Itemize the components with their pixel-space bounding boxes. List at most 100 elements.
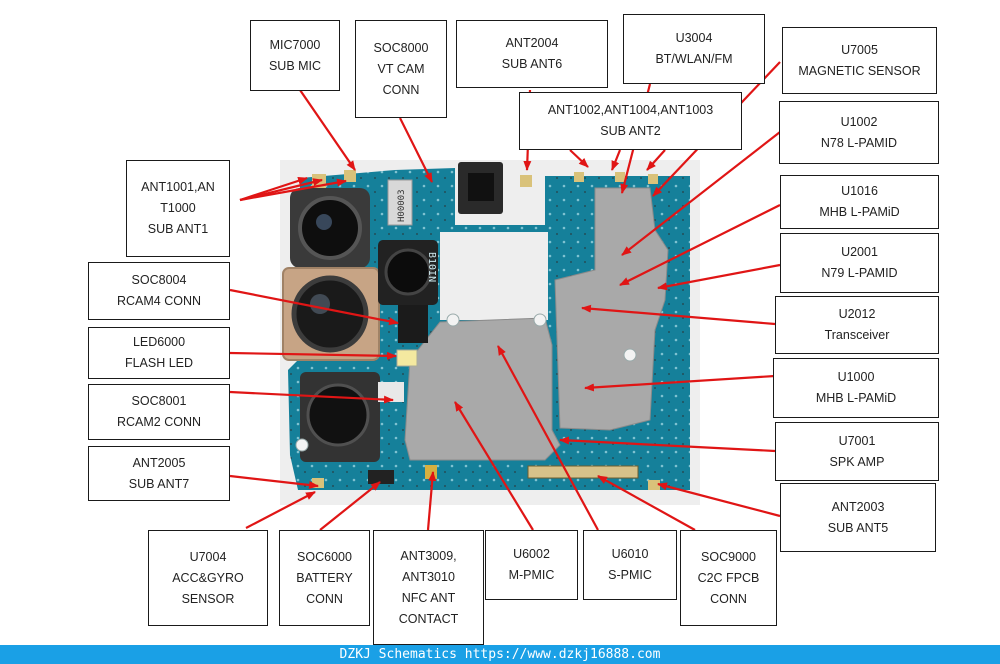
label-u1000-desc: MHB L-PAMiD <box>815 391 897 405</box>
vt-camera-module <box>387 179 413 226</box>
label-u7005-ref: U7005 <box>841 42 878 57</box>
rear-camera-main-glare <box>310 294 330 314</box>
label-ant2004-desc: SUB ANT6 <box>501 57 563 71</box>
rear-camera-top-glare <box>316 214 332 230</box>
c2c-fpcb-connector <box>527 465 639 479</box>
label-soc8004-ref: SOC8004 <box>131 273 187 287</box>
battery-connector <box>368 470 394 484</box>
screw-hole-1 <box>533 313 547 327</box>
sub-ant5-contact <box>648 480 660 490</box>
label-ant1001-desc: SUB ANT1 <box>147 222 209 236</box>
vt-camera-module-text: H00003 <box>397 189 407 222</box>
label-soc9000-ref: SOC9000 <box>701 549 756 564</box>
flash-led <box>396 349 418 367</box>
label-led6000-ref: LED6000 <box>132 335 186 349</box>
sub-ant2-contact-b <box>615 172 625 182</box>
label-u2001-desc: N79 L-PAMID <box>821 266 898 280</box>
label-soc8000-desc2: CONN <box>382 82 420 97</box>
label-soc9000-desc2: CONN <box>710 591 747 606</box>
label-u6010-desc: S-PMIC <box>608 568 652 582</box>
rear-camera-bottom-lens <box>306 383 370 447</box>
label-ant2003-desc: SUB ANT5 <box>827 520 889 535</box>
label-u6002-desc: M-PMIC <box>508 568 555 582</box>
label-u1016: U1016 MHB L-PAMiD <box>780 175 939 229</box>
label-soc8000: SOC8000 VT CAM CONN <box>355 20 447 118</box>
label-u7004: U7004 ACC&GYRO SENSOR <box>148 530 268 626</box>
label-soc8001-ref: SOC8001 <box>131 394 187 408</box>
label-u1002: U1002 N78 L-PAMID <box>779 101 939 164</box>
label-soc8000-ref: SOC8000 <box>373 40 429 55</box>
label-u1000: U1000 MHB L-PAMiD <box>773 358 939 418</box>
label-ant1001: ANT1001,AN T1000 SUB ANT1 <box>126 160 230 257</box>
label-u2001-ref: U2001 <box>841 245 878 259</box>
board-vertical-text: B10IN <box>426 252 437 282</box>
label-u3004-desc: BT/WLAN/FM <box>655 52 733 66</box>
label-u7005-desc: MAGNETIC SENSOR <box>798 63 921 78</box>
screw-hole-4 <box>295 438 309 452</box>
nfc-contact <box>425 465 437 479</box>
rear-camera-secondary-lens <box>384 248 432 296</box>
label-ant2004: ANT2004 SUB ANT6 <box>456 20 608 88</box>
label-ant2003: ANT2003 SUB ANT5 <box>780 483 936 552</box>
label-ant3009: ANT3009, ANT3010 NFC ANT CONTACT <box>373 530 484 645</box>
label-u7004-desc2: SENSOR <box>181 591 235 606</box>
label-u1002-ref: U1002 <box>840 114 878 129</box>
label-u1002-desc: N78 L-PAMID <box>820 135 898 150</box>
sub-ant2-contact-c <box>648 174 658 184</box>
label-ant1001-ref2: T1000 <box>160 201 196 215</box>
label-u6010: U6010 S-PMIC <box>583 530 677 600</box>
label-u7004-ref: U7004 <box>189 549 227 564</box>
label-u1016-desc: MHB L-PAMiD <box>819 205 900 219</box>
label-u1016-ref: U1016 <box>841 184 878 198</box>
label-soc8004: SOC8004 RCAM4 CONN <box>88 262 230 320</box>
front-camera-sensor <box>468 173 494 201</box>
label-u2001: U2001 N79 L-PAMID <box>780 233 939 293</box>
label-soc6000-ref: SOC6000 <box>297 549 352 564</box>
rear-camera-main-lens <box>291 275 369 353</box>
label-soc8001-desc: RCAM2 CONN <box>116 415 202 429</box>
label-ant1002-ref: ANT1002,ANT1004,ANT1003 <box>547 103 714 117</box>
label-soc6000: SOC6000 BATTERY CONN <box>279 530 370 626</box>
label-u3004-ref: U3004 <box>675 31 713 45</box>
label-soc8000-desc1: VT CAM <box>377 61 425 76</box>
label-ant2003-ref: ANT2003 <box>831 499 885 514</box>
label-u2012-ref: U2012 <box>838 307 876 321</box>
label-soc8004-desc: RCAM4 CONN <box>116 294 202 308</box>
sub-mic <box>344 170 356 182</box>
rear-camera-top-lens <box>298 196 362 260</box>
label-soc9000-desc1: C2C FPCB <box>697 570 760 585</box>
label-ant1002: ANT1002,ANT1004,ANT1003 SUB ANT2 <box>519 92 742 150</box>
label-soc8001: SOC8001 RCAM2 CONN <box>88 384 230 440</box>
label-ant1002-desc: SUB ANT2 <box>600 124 661 138</box>
label-mic7000-desc: SUB MIC <box>268 58 322 73</box>
screw-hole-3 <box>623 348 637 362</box>
label-soc6000-desc2: CONN <box>306 591 343 606</box>
label-u2012: U2012 Transceiver <box>775 296 939 354</box>
label-led6000: LED6000 FLASH LED <box>88 327 230 379</box>
main-shield <box>404 317 561 461</box>
label-ant3009-ref2: ANT3010 <box>402 569 455 584</box>
label-mic7000: MIC7000 SUB MIC <box>250 20 340 91</box>
label-ant2004-ref: ANT2004 <box>505 36 559 50</box>
label-u6002: U6002 M-PMIC <box>485 530 578 600</box>
rcam4-connector <box>398 305 428 343</box>
screw-hole-2 <box>446 313 460 327</box>
label-u6010-ref: U6010 <box>611 547 649 561</box>
label-u7001: U7001 SPK AMP <box>775 422 939 481</box>
label-u1000-ref: U1000 <box>837 370 875 384</box>
label-u7001-ref: U7001 <box>838 433 876 448</box>
rf-shield-right <box>554 187 669 431</box>
label-ant2005-ref: ANT2005 <box>132 455 186 470</box>
label-soc6000-desc1: BATTERY <box>296 570 353 585</box>
sub-ant2-contacts <box>574 172 584 182</box>
label-ant3009-desc2: CONTACT <box>398 611 459 626</box>
label-ant3009-ref1: ANT3009, <box>400 548 457 563</box>
label-ant3009-desc1: NFC ANT <box>401 590 456 605</box>
footer-banner: DZKJ Schematics https://www.dzkj16888.co… <box>0 645 1000 664</box>
board-cutout <box>440 232 548 320</box>
label-led6000-desc: FLASH LED <box>124 356 194 370</box>
label-u3004: U3004 BT/WLAN/FM <box>623 14 765 84</box>
label-mic7000-ref: MIC7000 <box>269 37 321 52</box>
label-u7001-desc: SPK AMP <box>829 454 885 469</box>
